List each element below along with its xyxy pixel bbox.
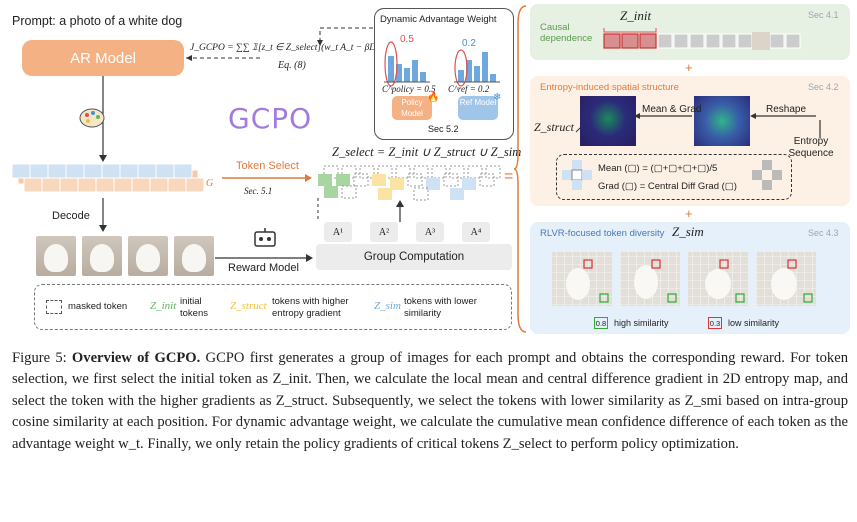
flame-icon: 🔥 (427, 92, 440, 103)
entropy-arrows (575, 113, 821, 138)
token-sequence-init (603, 28, 801, 50)
panel1-section: Sec 4.1 (808, 10, 839, 20)
panel2-section: Sec 4.2 (808, 82, 839, 92)
plus-sign-1: + (685, 60, 693, 75)
palette-icon (79, 108, 105, 128)
group-size-label: G (206, 178, 214, 189)
legend-struct-symbol: Z_struct (230, 300, 267, 312)
ref-value-label: 0.2 (462, 38, 476, 49)
policy-model-block: Policy Model (392, 96, 432, 120)
prompt-text: Prompt: a photo of a white dog (12, 14, 183, 28)
advantage-2: A² (370, 222, 398, 242)
local-grid (562, 160, 592, 190)
policy-confidence: C^policy = 0.5 (382, 84, 436, 94)
ref-confidence: C^ref = 0.2 (448, 84, 490, 94)
legend-sim-desc: tokens with lower similarity (404, 296, 477, 319)
token-select-section: Sec. 5.1 (244, 186, 273, 196)
gcpo-title: GCPO (228, 102, 313, 135)
grad-grid (752, 160, 782, 190)
legend-struct-desc: tokens with higher entropy gradient (272, 296, 349, 319)
gradient-heatmap (580, 96, 636, 146)
legend-init-desc: initial tokens (180, 296, 208, 319)
grad-formula: Grad (▢) = Central Diff Grad (▢) (598, 181, 737, 192)
mean-formula: Mean (▢) = (▢+▢+▢+▢)/5 (598, 163, 718, 174)
legend-sim-symbol: Z_sim (374, 300, 401, 312)
low-similarity-value: 0.3 (708, 317, 722, 329)
caption-bold: Overview of GCPO. (71, 350, 201, 366)
equals-sign: = (504, 168, 514, 185)
advantage-1: A¹ (324, 222, 352, 242)
figure-caption: Figure 5: Overview of GCPO. GCPO first g… (12, 348, 848, 455)
advantage-3: A³ (416, 222, 444, 242)
caption-text: GCPO first generates a group of images f… (12, 350, 848, 452)
decode-label: Decode (52, 210, 90, 222)
objective-equation: J_GCPO = ∑∑ 𝟙[z_t ∈ Z_select](w_t A_t − … (190, 43, 396, 53)
legend-box (34, 284, 512, 330)
mean-grad-formula-box (556, 154, 792, 200)
generated-image-1 (36, 236, 76, 276)
panel2-title: Entropy-induced spatial structure (540, 82, 679, 93)
dynamic-section: Sec 5.2 (428, 124, 459, 134)
legend-init-symbol: Z_init (150, 300, 177, 312)
legend-masked: masked token (68, 301, 128, 312)
generated-image-4 (174, 236, 214, 276)
causal-dependence-panel (530, 4, 850, 60)
dynamic-advantage-title: Dynamic Advantage Weight (380, 14, 497, 25)
generated-image-2 (82, 236, 122, 276)
ref-model-block: Ref Model (458, 96, 498, 120)
snowflake-icon: ❄ (493, 92, 502, 103)
panel3-section: Sec 4.3 (808, 228, 839, 238)
panel2-z-struct: Z_struct (534, 120, 575, 134)
left-connectors (99, 27, 404, 262)
entropy-sequence-label: Entropy Sequence (788, 136, 834, 159)
advantage-4: A⁴ (462, 222, 490, 242)
policy-value-label: 0.5 (400, 34, 414, 45)
confidence-bar-charts (384, 41, 500, 87)
mean-grad-label: Mean & Grad (642, 104, 702, 115)
panel3-title: RLVR-focused token diversity (540, 228, 665, 239)
generated-token-stack (11, 163, 205, 193)
panel1-title: Causal dependence (540, 22, 593, 44)
low-similarity-label: low similarity (728, 318, 780, 328)
similarity-grids (552, 252, 816, 306)
high-similarity-label: high similarity (614, 318, 669, 328)
z-select-equation: Z_select = Z_init ∪ Z_struct ∪ Z_sim (332, 145, 522, 159)
reshape-label: Reshape (766, 104, 807, 115)
generated-image-3 (128, 236, 168, 276)
token-select-label: Token Select (236, 160, 299, 172)
plus-sign-2: + (685, 206, 693, 221)
panel1-z-init: Z_init (620, 8, 652, 23)
reward-model-label: Reward Model (228, 262, 299, 274)
equation-reference: Eq. (8) (278, 60, 306, 71)
masked-token-swatch (46, 300, 62, 314)
caption-fig: Figure 5: (12, 350, 67, 366)
robot-icon (254, 228, 276, 247)
ar-model-block: AR Model (22, 40, 184, 76)
selected-token-stack (318, 165, 501, 201)
group-computation-block: Group Computation (316, 244, 512, 270)
panel3-z-sim: Z_sim (672, 224, 704, 239)
right-bracket (514, 5, 527, 333)
high-similarity-value: 0.8 (594, 317, 608, 329)
entropy-heatmap (694, 96, 750, 146)
